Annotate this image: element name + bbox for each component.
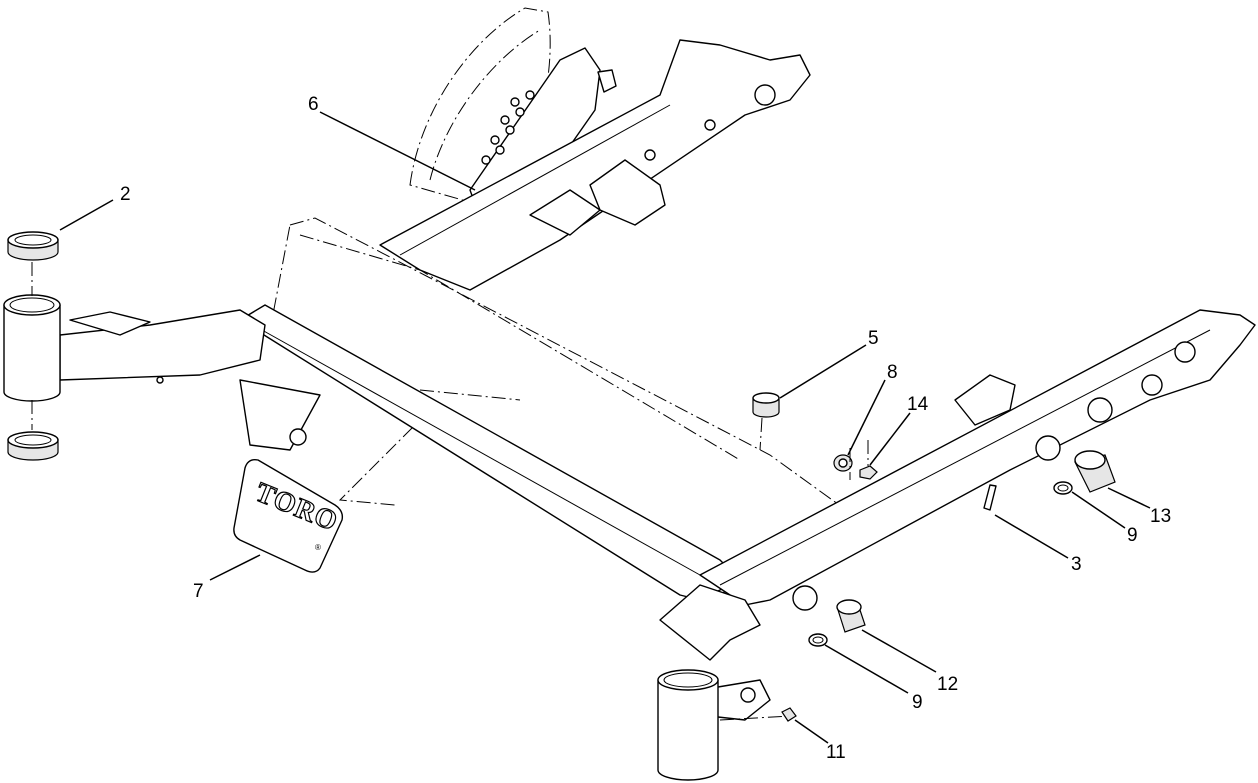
decal-registered-mark: ® bbox=[315, 543, 321, 552]
nut-part-14 bbox=[849, 440, 878, 480]
callout-11: 11 bbox=[826, 742, 846, 763]
leader-13 bbox=[1107, 487, 1151, 509]
leader-lines bbox=[59, 111, 1151, 744]
callout-3: 3 bbox=[1071, 554, 1082, 575]
callout-2: 2 bbox=[120, 184, 131, 205]
leader-14 bbox=[869, 412, 911, 466]
washer-part-9-upper bbox=[1053, 481, 1073, 495]
leader-5 bbox=[779, 344, 867, 399]
leader-6 bbox=[319, 111, 476, 191]
callout-9a: 9 bbox=[1127, 525, 1138, 546]
leader-9b bbox=[824, 644, 909, 694]
bearing-cup-lower bbox=[7, 431, 59, 461]
grease-fitting-part-3 bbox=[983, 484, 997, 511]
washer-part-9-lower bbox=[808, 633, 828, 647]
seat-adjust-quadrant bbox=[409, 7, 617, 213]
callout-9b: 9 bbox=[912, 692, 923, 713]
bushing-part-12 bbox=[836, 599, 866, 633]
right-front-caster-assembly bbox=[657, 584, 818, 781]
callout-13: 13 bbox=[1150, 506, 1171, 527]
upper-frame-rail bbox=[379, 39, 811, 291]
bushing-part-13 bbox=[1074, 450, 1116, 493]
bushing-part-8 bbox=[833, 454, 853, 472]
grease-fitting-part-11 bbox=[781, 707, 797, 722]
leader-2 bbox=[59, 199, 114, 231]
leader-3 bbox=[994, 514, 1069, 559]
bumper-part-5 bbox=[752, 392, 780, 451]
bearing-cup-upper bbox=[7, 231, 59, 261]
toro-decal: TORO ® bbox=[233, 458, 344, 573]
callout-6: 6 bbox=[308, 94, 319, 115]
front-cross-member bbox=[239, 304, 741, 601]
callout-12: 12 bbox=[937, 674, 958, 695]
left-caster-arm bbox=[59, 309, 266, 384]
leader-12 bbox=[861, 629, 937, 673]
callout-8: 8 bbox=[887, 362, 898, 383]
callout-labels: 2 6 5 8 14 7 13 9 3 12 9 11 bbox=[120, 94, 1171, 763]
leader-7 bbox=[209, 554, 261, 581]
right-frame-rail bbox=[699, 309, 1256, 606]
leader-8 bbox=[847, 379, 886, 456]
callout-14: 14 bbox=[907, 394, 929, 415]
leader-9a bbox=[1071, 491, 1126, 529]
left-caster-tube bbox=[3, 262, 61, 430]
leader-11 bbox=[794, 719, 829, 744]
callout-5: 5 bbox=[868, 328, 879, 349]
callout-7: 7 bbox=[193, 581, 204, 602]
